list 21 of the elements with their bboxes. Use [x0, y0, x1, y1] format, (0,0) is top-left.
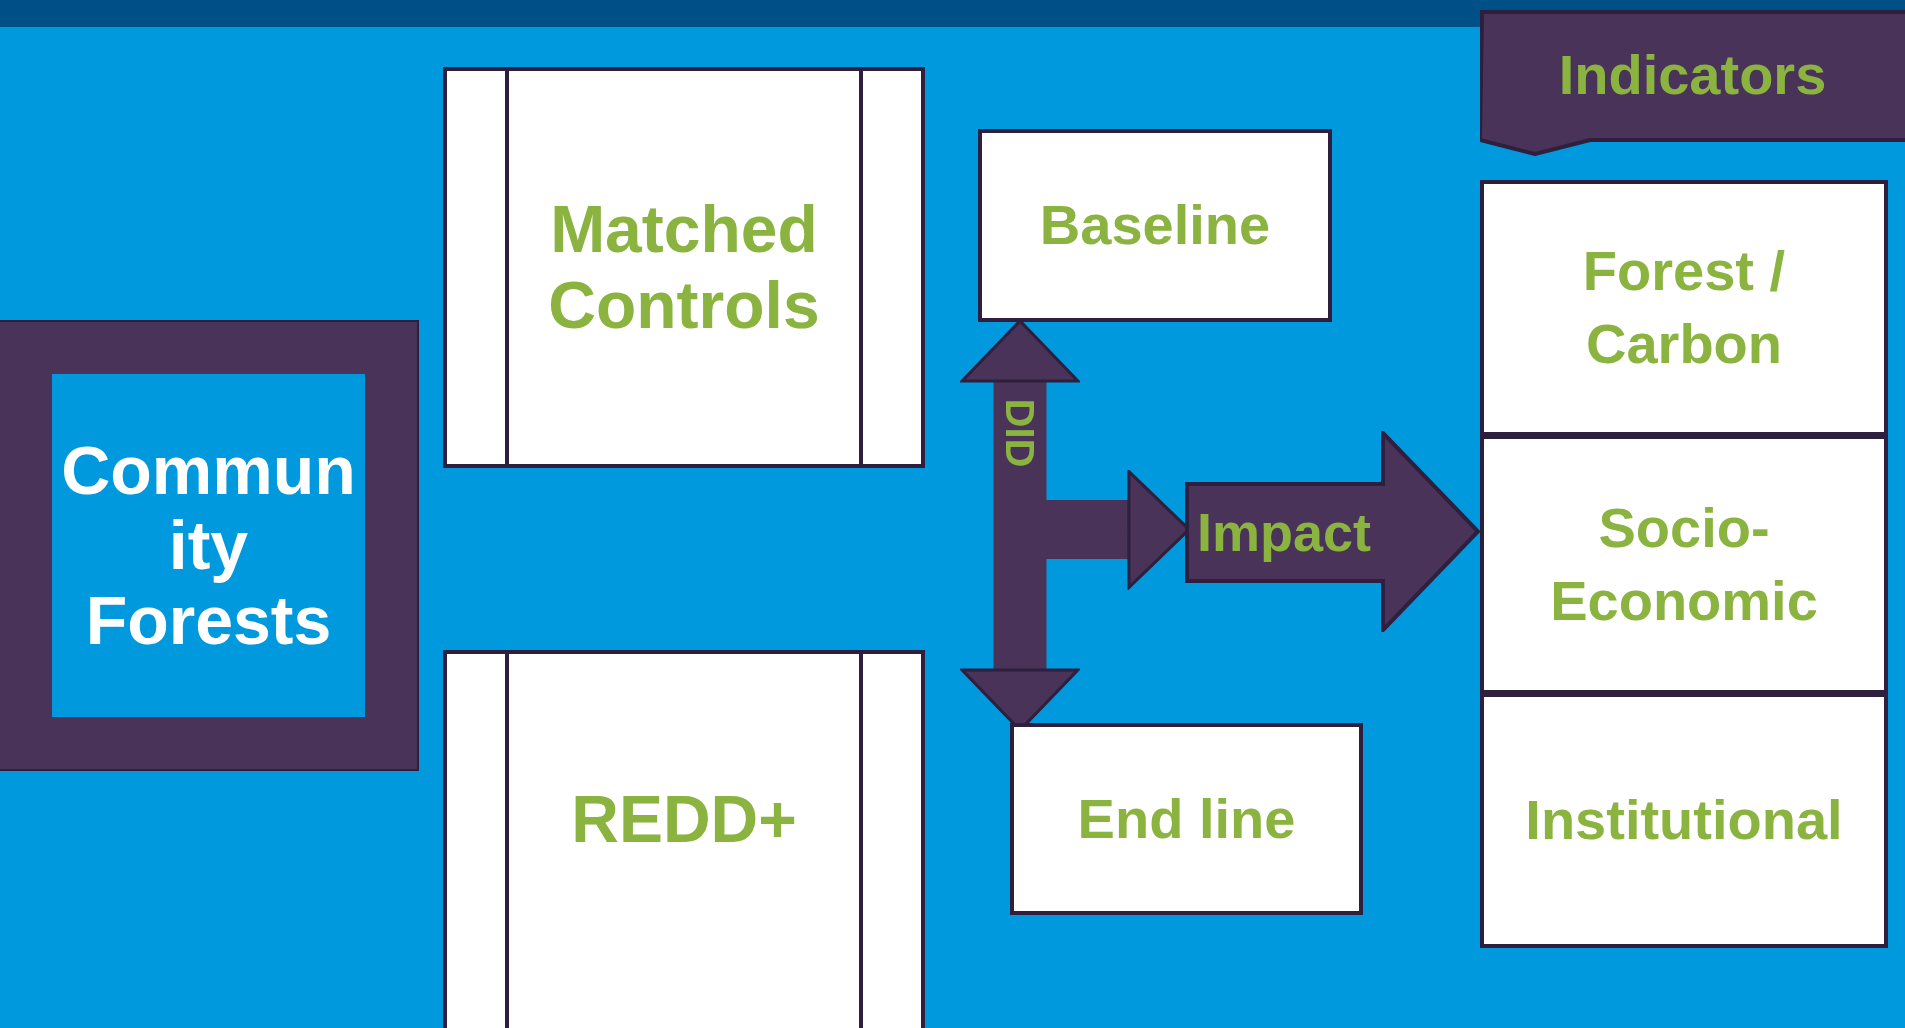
node-label: Institutional	[1525, 787, 1843, 854]
edge-label: DID	[997, 398, 1043, 467]
node-label: Impact	[1196, 501, 1372, 564]
node-label: Forest / Carbon	[1581, 238, 1787, 377]
text-box	[1480, 435, 1888, 694]
node-label: End line	[1077, 785, 1296, 852]
node-label: Indicators	[1558, 42, 1827, 108]
text-box	[978, 129, 1332, 322]
node-label: Socio-Economic	[1549, 494, 1819, 634]
callout-banner	[1480, 10, 1905, 156]
process-box	[443, 67, 925, 468]
text-box	[1010, 723, 1363, 915]
node-label: Matched Controls	[547, 191, 821, 344]
node-label: Community Forests	[60, 433, 357, 658]
text-box	[1480, 693, 1888, 948]
node-label: REDD+	[571, 782, 797, 858]
impact-arrow	[1185, 431, 1480, 632]
text-box	[1480, 180, 1888, 436]
node-label: Baseline	[1039, 192, 1271, 259]
process-box	[443, 650, 925, 1028]
community-box	[0, 322, 417, 769]
